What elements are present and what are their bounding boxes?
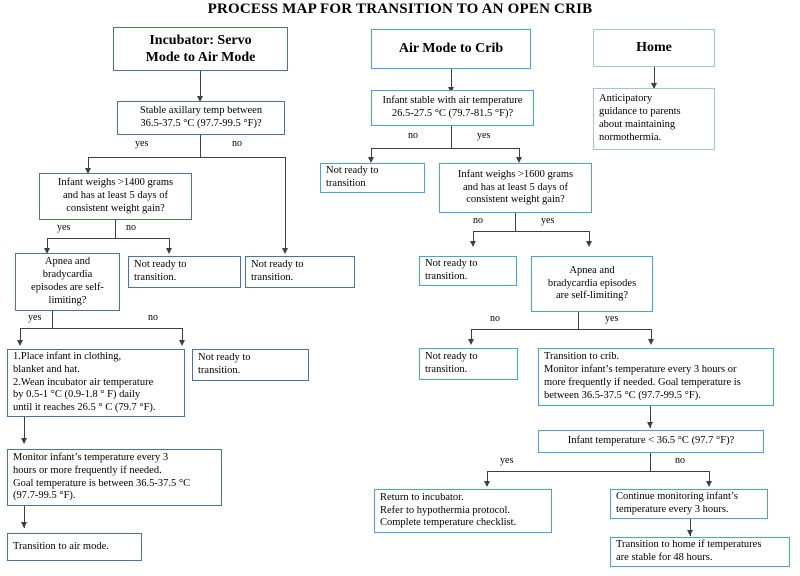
node-mid-return-incubator[interactable]: Return to incubator. Refer to hypothermi… <box>374 489 552 533</box>
connector-left-weight-no-drop <box>169 238 171 252</box>
label-mid-weight-yes: yes <box>541 215 555 226</box>
connector-left-weight-stem <box>115 220 117 238</box>
node-home-guidance[interactable]: Anticipatory guidance to parents about m… <box>593 88 715 150</box>
connector-left-header-to-temp <box>200 71 202 100</box>
label-mid-weight-no: no <box>473 215 483 226</box>
connector-mid-tempcheck-no-drop <box>709 471 711 485</box>
connector-home-to-guidance <box>654 67 656 89</box>
connector-mid-apnea-bar <box>471 329 651 331</box>
arrow-mid-crib-to-tempcheck <box>647 422 653 428</box>
connector-mid-stable-bar <box>371 148 519 150</box>
connector-left-apnea-no-drop <box>182 328 184 344</box>
arrow-mid-stable-no <box>368 157 374 163</box>
node-mid-apnea-check[interactable]: Apnea and bradycardia episodes are self-… <box>531 256 653 312</box>
node-mid-transition-crib[interactable]: Transition to crib. Monitor infant’s tem… <box>538 348 774 406</box>
arrow-left-weight-yes <box>44 248 50 254</box>
label-mid-stable-yes: yes <box>477 130 491 141</box>
connector-mid-stable-no-drop <box>371 148 373 161</box>
arrow-mid-tempcheck-yes <box>484 481 490 487</box>
connector-mid-tempcheck-stem <box>650 453 652 471</box>
node-left-final-transition-air-mode[interactable]: Transition to air mode. <box>7 533 142 561</box>
node-mid-continue-monitoring[interactable]: Continue monitoring infant’s temperature… <box>610 489 768 519</box>
connector-mid-weight-no-drop <box>473 231 475 245</box>
label-left-apnea-no: no <box>148 312 158 323</box>
label-mid-tempcheck-no: no <box>675 455 685 466</box>
node-mid-transition-home[interactable]: Transition to home if temperatures are s… <box>610 537 790 567</box>
connector-left-apnea-bar <box>20 328 182 330</box>
connector-left-actions-to-monitor <box>24 417 26 443</box>
node-left-not-ready-weight[interactable]: Not ready to transition. <box>128 256 241 288</box>
arrow-left-actions-to-monitor <box>21 438 27 444</box>
node-mid-not-ready-weight[interactable]: Not ready to transition. <box>419 256 517 286</box>
node-left-not-ready-temp[interactable]: Not ready to transition. <box>245 256 355 288</box>
connector-mid-crib-to-tempcheck <box>650 406 652 428</box>
label-left-apnea-yes: yes <box>28 312 42 323</box>
arrow-mid-apnea-no <box>468 339 474 345</box>
node-incubator-servo-to-air-header[interactable]: Incubator: Servo Mode to Air Mode <box>113 27 288 71</box>
page-title: PROCESS MAP FOR TRANSITION TO AN OPEN CR… <box>207 1 593 17</box>
connector-left-apnea-stem <box>52 311 54 328</box>
label-left-temp-no: no <box>232 138 242 149</box>
connector-mid-weight-yes-drop <box>589 231 591 245</box>
arrow-home-to-guidance <box>651 83 657 89</box>
arrow-left-temp-no <box>282 248 288 254</box>
node-air-mode-to-crib-header[interactable]: Air Mode to Crib <box>371 29 531 69</box>
connector-left-temp-stem <box>200 135 202 157</box>
arrow-mid-stable-yes <box>516 157 522 163</box>
label-mid-apnea-no: no <box>490 313 500 324</box>
node-mid-weight-check[interactable]: Infant weighs >1600 grams and has at lea… <box>439 163 592 213</box>
label-left-weight-no: no <box>126 222 136 233</box>
node-left-actions[interactable]: 1.Place infant in clothing, blanket and … <box>7 349 185 417</box>
connector-left-temp-bar <box>88 157 285 159</box>
connector-mid-stable-yes-drop <box>519 148 521 161</box>
arrow-left-weight-no <box>166 248 172 254</box>
arrow-mid-continue-to-home <box>687 530 693 536</box>
connector-mid-weight-stem <box>515 213 517 231</box>
connector-left-monitor-to-final <box>24 506 26 528</box>
node-mid-temp-check[interactable]: Infant temperature < 36.5 °C (97.7 °F)? <box>538 430 764 453</box>
label-mid-stable-no: no <box>408 130 418 141</box>
label-mid-tempcheck-yes: yes <box>500 455 514 466</box>
connector-mid-tempcheck-bar <box>487 471 709 473</box>
node-left-temp-check[interactable]: Stable axillary temp between 36.5-37.5 °… <box>117 101 285 135</box>
connector-mid-stable-stem <box>451 126 453 148</box>
arrow-left-monitor-to-final <box>21 522 27 528</box>
node-left-weight-check[interactable]: Infant weighs >1400 grams and has at lea… <box>39 173 192 220</box>
connector-mid-apnea-no-drop <box>471 329 473 343</box>
label-left-weight-yes: yes <box>57 222 71 233</box>
node-left-not-ready-apnea[interactable]: Not ready to transition. <box>192 349 309 381</box>
connector-mid-apnea-yes-drop <box>651 329 653 343</box>
connector-left-apnea-yes-drop <box>20 328 22 344</box>
node-mid-not-ready-apnea[interactable]: Not ready to transition. <box>419 348 518 380</box>
connector-mid-header-to-stable <box>451 69 453 91</box>
node-left-monitor[interactable]: Monitor infant’s temperature every 3 hou… <box>7 449 222 506</box>
arrow-left-temp-yes <box>85 168 91 174</box>
arrow-mid-weight-no <box>470 241 476 247</box>
arrow-left-apnea-yes <box>17 340 23 346</box>
connector-left-weight-bar <box>47 238 169 240</box>
connector-left-temp-yes-drop <box>88 157 90 172</box>
arrow-mid-tempcheck-no <box>706 481 712 487</box>
node-mid-stable-check[interactable]: Infant stable with air temperature 26.5-… <box>371 90 534 126</box>
label-mid-apnea-yes: yes <box>605 313 619 324</box>
node-left-apnea-check[interactable]: Apnea and bradycardia episodes are self-… <box>15 253 120 311</box>
arrow-mid-apnea-yes <box>648 339 654 345</box>
arrow-left-apnea-no <box>179 340 185 346</box>
connector-mid-weight-bar <box>473 231 589 233</box>
node-mid-not-ready-stable[interactable]: Not ready to transition <box>320 163 425 193</box>
label-left-temp-yes: yes <box>135 138 149 149</box>
arrow-mid-weight-yes <box>586 241 592 247</box>
connector-mid-continue-to-home <box>690 519 692 536</box>
connector-mid-tempcheck-yes-drop <box>487 471 489 485</box>
connector-left-temp-no-drop <box>285 157 287 252</box>
arrow-left-header-to-temp <box>197 96 203 102</box>
connector-mid-apnea-stem <box>578 312 580 329</box>
node-home-header[interactable]: Home <box>593 29 715 67</box>
connector-left-weight-yes-drop <box>47 238 49 252</box>
